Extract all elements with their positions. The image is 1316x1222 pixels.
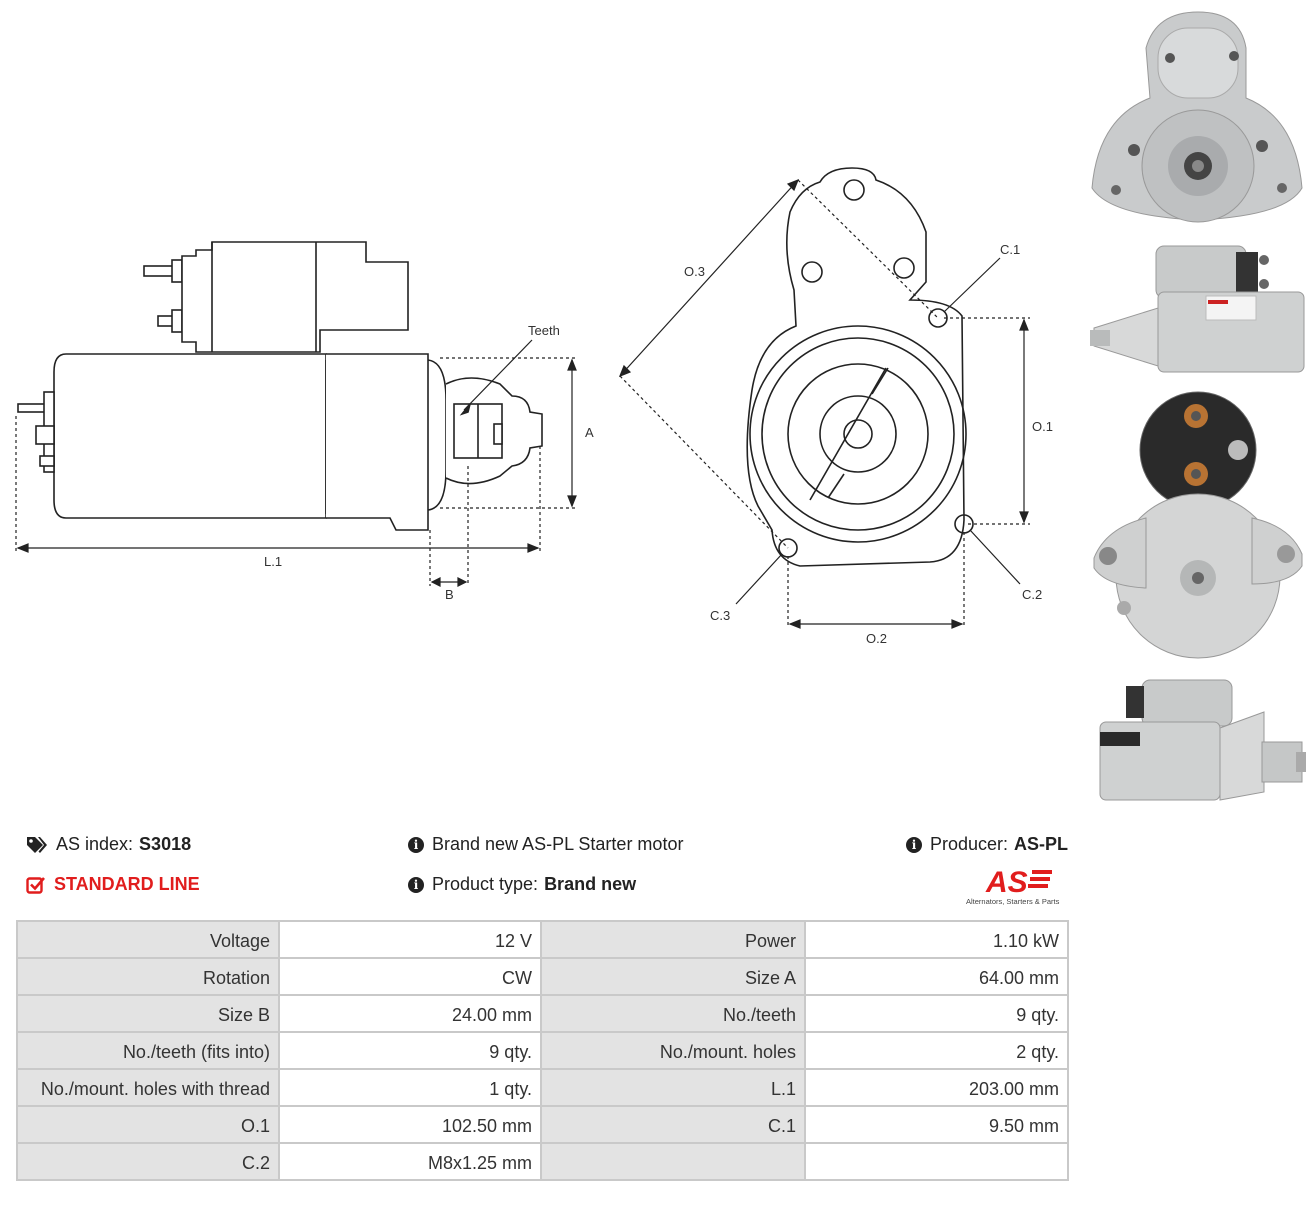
table-row: Size B 24.00 mm No./teeth 9 qty. [16, 994, 1069, 1033]
dim-o3-label: O.3 [684, 264, 705, 279]
dim-o2-label: O.2 [866, 631, 887, 646]
standard-line-label: STANDARD LINE [54, 874, 200, 894]
spec-key: C.2 [16, 1142, 280, 1181]
dim-l1-label: L.1 [264, 554, 282, 569]
spec-value: CW [278, 957, 542, 996]
table-row: Rotation CW Size A 64.00 mm [16, 957, 1069, 996]
starter-rear-photo[interactable] [1086, 388, 1310, 662]
description-row: i Brand new AS-PL Starter motor [408, 834, 683, 855]
dim-c3-label: C.3 [710, 608, 730, 623]
tags-icon [27, 836, 47, 853]
as-pl-logo: AS Alternators, Starters & Parts [966, 866, 1060, 906]
spec-value: 9.50 mm [804, 1105, 1069, 1144]
checkbox-checked-icon [26, 876, 45, 894]
info-icon: i [408, 836, 424, 853]
starter-top-photo[interactable] [1086, 672, 1310, 806]
table-row: No./mount. holes with thread 1 qty. L.1 … [16, 1068, 1069, 1107]
spec-key: L.1 [540, 1068, 806, 1107]
spec-key: O.1 [16, 1105, 280, 1144]
dim-c2-label: C.2 [1022, 587, 1042, 602]
logo-tagline: Alternators, Starters & Parts [966, 897, 1060, 906]
spec-value: 1.10 kW [804, 920, 1069, 959]
spec-value: 64.00 mm [804, 957, 1069, 996]
spec-key: Size A [540, 957, 806, 996]
spec-key: Size B [16, 994, 280, 1033]
spec-key: C.1 [540, 1105, 806, 1144]
spec-value: M8x1.25 mm [278, 1142, 542, 1181]
spec-value: 203.00 mm [804, 1068, 1069, 1107]
side-view-drawing [17, 241, 543, 531]
producer-row: i Producer: AS-PL [906, 834, 1068, 855]
as-index-label: AS index: [56, 834, 134, 854]
info-icon: i [408, 876, 424, 893]
spec-value: 1 qty. [278, 1068, 542, 1107]
spec-value: 12 V [278, 920, 542, 959]
table-row: Voltage 12 V Power 1.10 kW [16, 920, 1069, 959]
spec-key: Rotation [16, 957, 280, 996]
info-icon: i [906, 836, 922, 853]
as-index-value: S3018 [139, 834, 192, 854]
table-row: C.2 M8x1.25 mm [16, 1142, 1069, 1181]
spec-key: No./mount. holes with thread [16, 1068, 280, 1107]
spec-key: Power [540, 920, 806, 959]
spec-key [540, 1142, 806, 1181]
spec-key: No./teeth [540, 994, 806, 1033]
table-row: No./teeth (fits into) 9 qty. No./mount. … [16, 1031, 1069, 1070]
spec-key: No./mount. holes [540, 1031, 806, 1070]
dim-o1-label: O.1 [1032, 419, 1053, 434]
spec-value: 9 qty. [804, 994, 1069, 1033]
front-view-drawing [746, 167, 974, 567]
spec-value: 9 qty. [278, 1031, 542, 1070]
product-photos [1086, 8, 1310, 808]
dim-a-label: A [585, 425, 594, 440]
standard-line-row: STANDARD LINE [26, 874, 200, 895]
logo-text: AS [985, 866, 1028, 899]
description-text: Brand new AS-PL Starter motor [432, 834, 684, 854]
starter-front-photo[interactable] [1086, 8, 1310, 230]
dim-c1-label: C.1 [1000, 242, 1020, 257]
specification-table: Voltage 12 V Power 1.10 kW Rotation CW S… [16, 920, 1069, 1181]
producer-value: AS-PL [1014, 834, 1069, 854]
product-type-row: i Product type: Brand new [408, 874, 636, 895]
spec-value: 24.00 mm [278, 994, 542, 1033]
producer-label: Producer: [930, 834, 1009, 854]
technical-drawings: Teeth A L.1 B O.3 C.1 O.1 C.2 C.3 O.2 [15, 167, 1053, 646]
spec-value: 2 qty. [804, 1031, 1069, 1070]
as-index-row: AS index: S3018 [26, 834, 191, 855]
spec-value: 102.50 mm [278, 1105, 542, 1144]
table-row: O.1 102.50 mm C.1 9.50 mm [16, 1105, 1069, 1144]
product-type-value: Brand new [544, 874, 637, 894]
starter-side-photo[interactable] [1086, 236, 1310, 382]
dim-b-label: B [445, 587, 454, 602]
product-type-label: Product type: [432, 874, 539, 894]
spec-key: Voltage [16, 920, 280, 959]
spec-value [804, 1142, 1069, 1181]
teeth-label: Teeth [528, 323, 560, 338]
spec-key: No./teeth (fits into) [16, 1031, 280, 1070]
